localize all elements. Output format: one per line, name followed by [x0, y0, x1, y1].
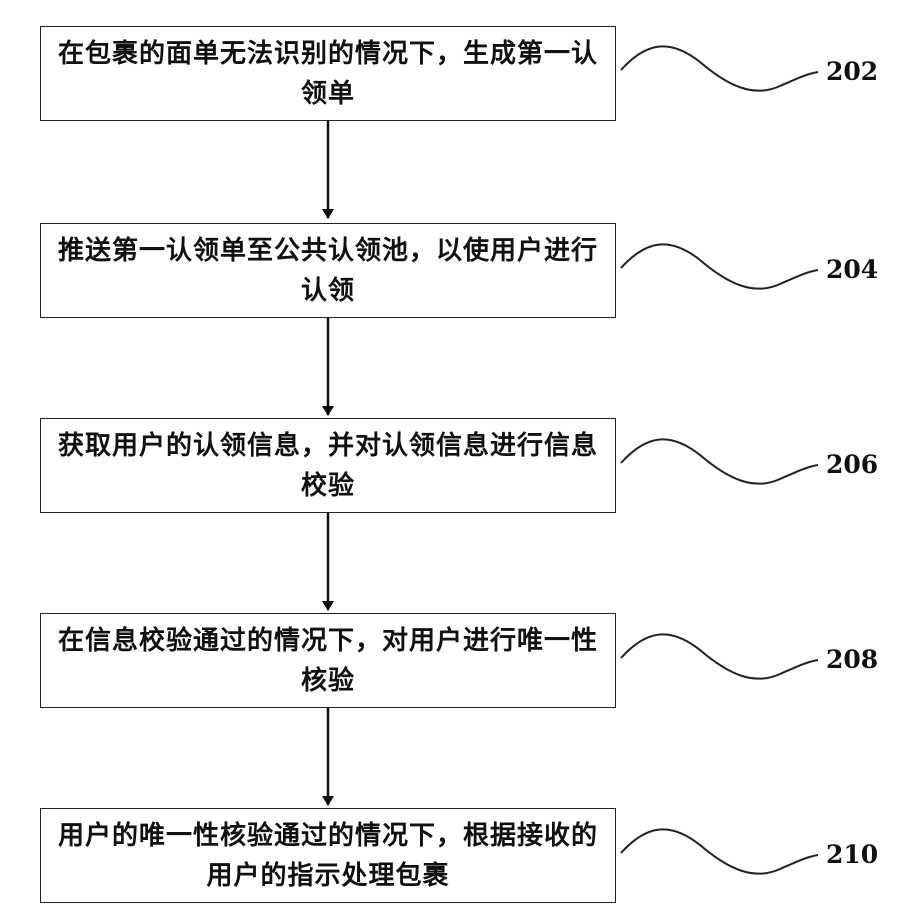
step-text-202: 在包裹的面单无法识别的情况下，生成第一认领单	[58, 34, 598, 114]
ref-label-204: 204	[826, 256, 878, 284]
step-box-204: 推送第一认领单至公共认领池，以使用户进行认领	[40, 223, 616, 318]
leader-line-210	[621, 829, 818, 873]
step-text-210: 用户的唯一性核验通过的情况下，根据接收的用户的指示处理包裹	[58, 816, 598, 896]
step-text-206: 获取用户的认领信息，并对认领信息进行信息校验	[58, 426, 598, 506]
ref-label-202: 202	[826, 58, 878, 86]
step-text-204: 推送第一认领单至公共认领池，以使用户进行认领	[58, 231, 598, 311]
leader-line-204	[621, 244, 818, 288]
step-box-206: 获取用户的认领信息，并对认领信息进行信息校验	[40, 418, 616, 513]
leader-line-206	[621, 439, 818, 483]
step-box-202: 在包裹的面单无法识别的情况下，生成第一认领单	[40, 26, 616, 121]
step-text-208: 在信息校验通过的情况下，对用户进行唯一性核验	[58, 621, 598, 701]
leader-line-208	[621, 634, 818, 678]
step-box-208: 在信息校验通过的情况下，对用户进行唯一性核验	[40, 613, 616, 708]
ref-label-210: 210	[826, 841, 878, 869]
leader-line-202	[621, 46, 818, 90]
ref-label-206: 206	[826, 451, 878, 479]
ref-label-208: 208	[826, 646, 878, 674]
step-box-210: 用户的唯一性核验通过的情况下，根据接收的用户的指示处理包裹	[40, 808, 616, 903]
